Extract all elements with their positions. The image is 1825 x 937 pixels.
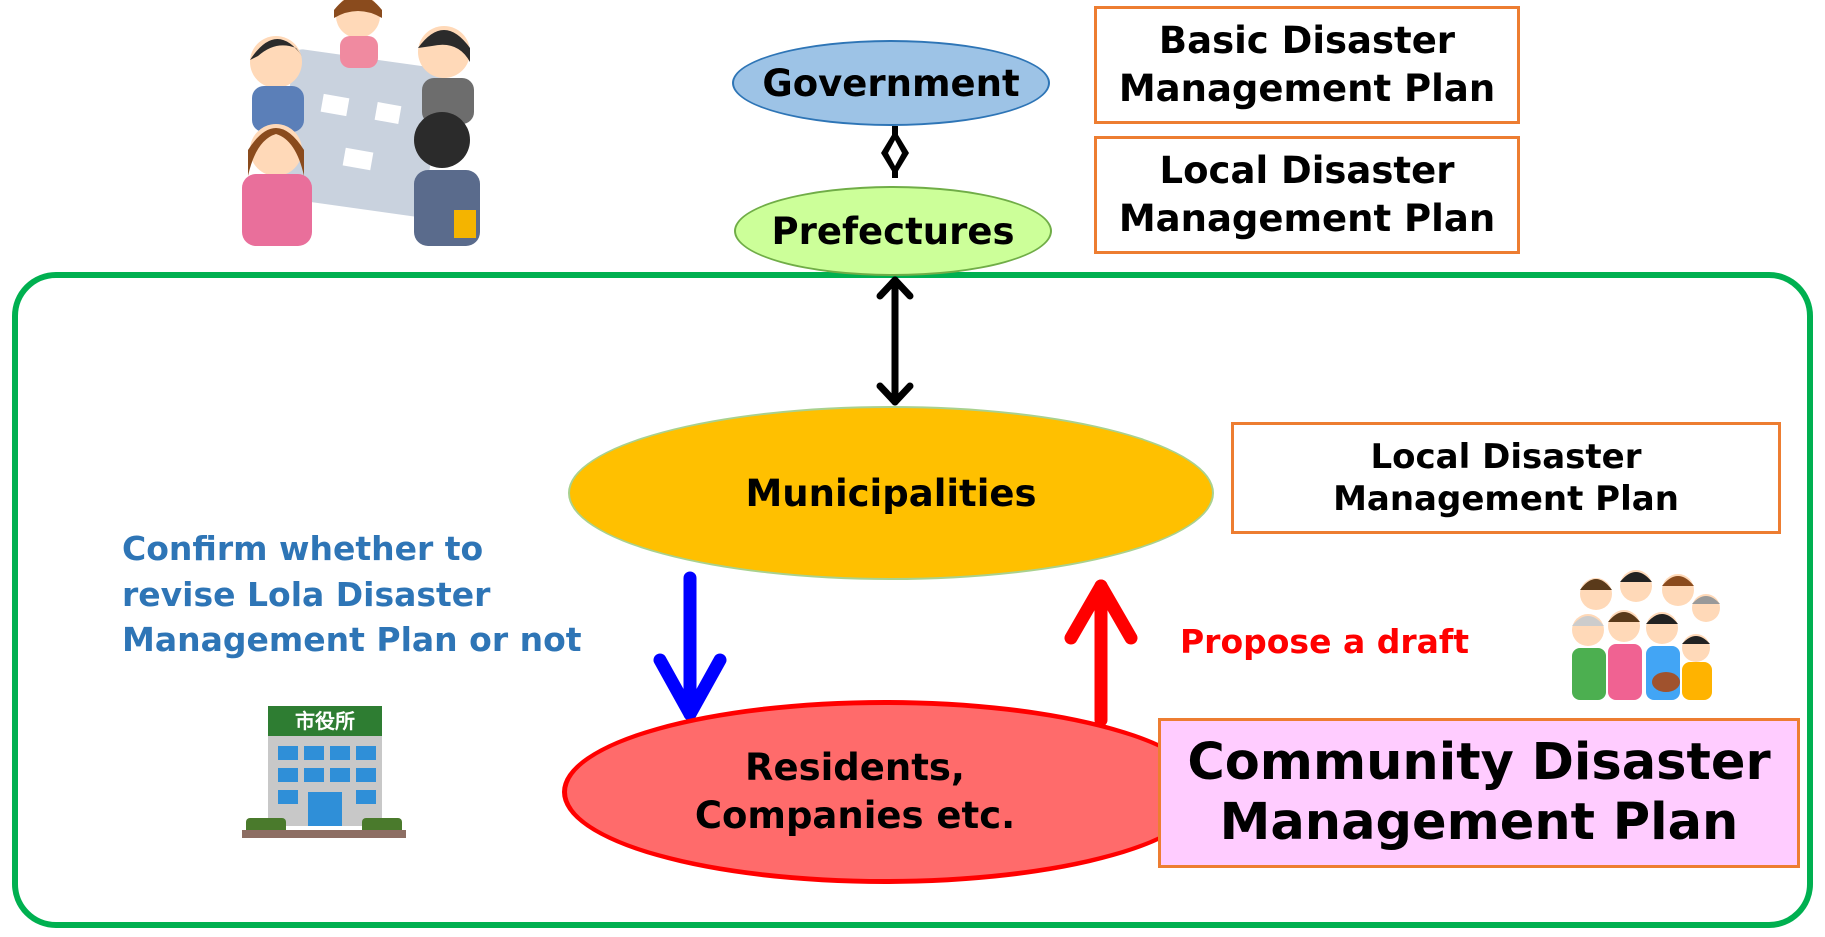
residents-node: Residents, Companies etc. [562, 700, 1208, 884]
confirm-line2: revise Lola Disaster [122, 574, 491, 614]
community-plan-line2: Management Plan [1219, 793, 1739, 852]
confirm-line3: Management Plan or not [122, 620, 582, 660]
prefecture-plan-box: Local Disaster Management Plan [1094, 136, 1520, 254]
municipal-plan-box: Local Disaster Management Plan [1231, 422, 1781, 534]
prefectures-municipalities-arrow [876, 276, 914, 406]
svg-text:市役所: 市役所 [295, 709, 355, 733]
municipalities-node: Municipalities [568, 406, 1214, 580]
prefecture-plan-line1: Local Disaster [1159, 148, 1455, 192]
community-plan-line1: Community Disaster [1187, 732, 1771, 792]
cheering-crowd-icon [1572, 570, 1720, 700]
municipal-plan-line2: Management Plan [1333, 479, 1679, 519]
municipal-plan-line1: Local Disaster [1370, 436, 1642, 477]
community-plan-box: Community Disaster Management Plan [1158, 718, 1800, 868]
prefectures-node: Prefectures [734, 186, 1052, 276]
city-hall-building-icon: 市役所 [242, 706, 406, 838]
basic-plan-line2: Management Plan [1118, 67, 1496, 110]
prefecture-plan-line2: Management Plan [1118, 197, 1496, 240]
municipalities-label: Municipalities [745, 471, 1037, 515]
confirm-annotation: Confirm whether to revise Lola Disaster … [122, 526, 582, 663]
confirm-line1: Confirm whether to [122, 529, 484, 568]
government-node: Government [732, 40, 1050, 126]
people-meeting-icon [242, 0, 480, 246]
residents-label-line2: Companies etc. [694, 794, 1016, 837]
confirm-arrow [653, 571, 727, 721]
propose-annotation: Propose a draft [1180, 622, 1469, 661]
gov-prefectures-arrow [881, 126, 909, 178]
residents-label-line1: Residents, [745, 745, 965, 789]
government-label: Government [762, 61, 1020, 105]
propose-arrow [1064, 579, 1138, 727]
prefectures-label: Prefectures [771, 209, 1015, 253]
basic-plan-box: Basic Disaster Management Plan [1094, 6, 1520, 124]
basic-plan-line1: Basic Disaster [1158, 18, 1456, 62]
